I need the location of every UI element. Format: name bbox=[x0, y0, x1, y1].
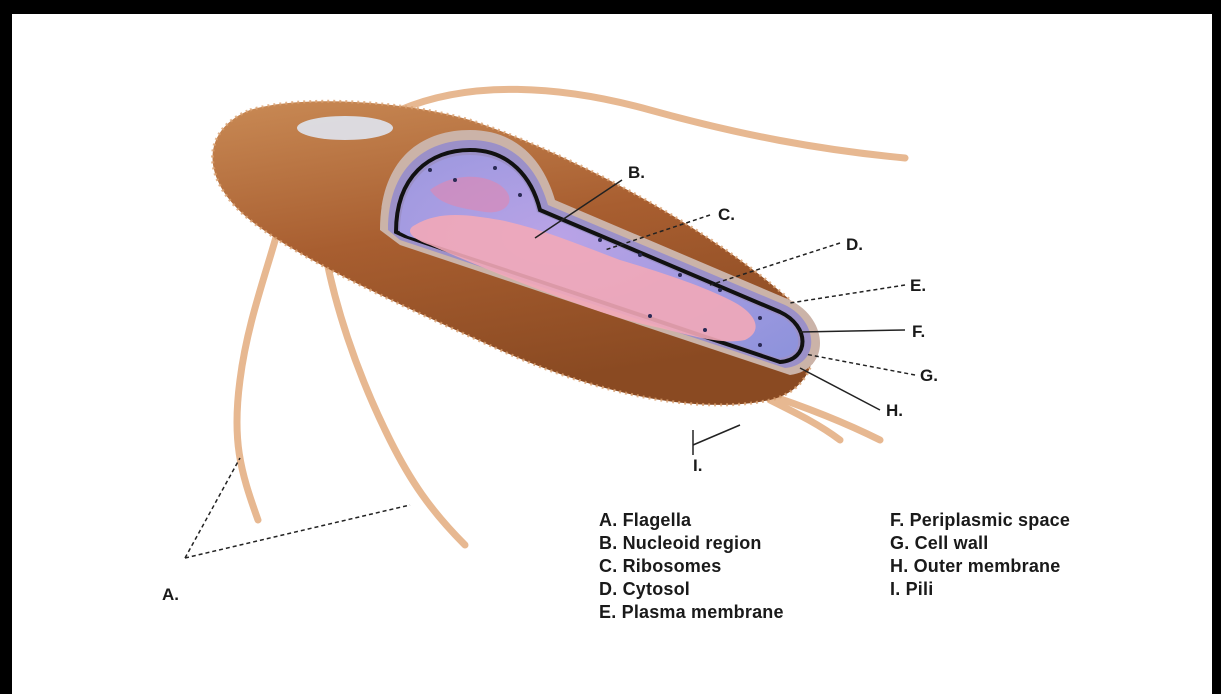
callout-d: D. bbox=[846, 235, 863, 255]
callout-i: I. bbox=[693, 456, 702, 476]
legend-item-nucleoid-region: B. Nucleoid region bbox=[599, 533, 762, 554]
callout-e: E. bbox=[910, 276, 926, 296]
legend-item-periplasmic-space: F. Periplasmic space bbox=[890, 510, 1070, 531]
surface-patch bbox=[297, 116, 393, 140]
legend-item-plasma-membrane: E. Plasma membrane bbox=[599, 602, 784, 623]
legend-item-ribosomes: C. Ribosomes bbox=[599, 556, 721, 577]
legend-item-flagella: A. Flagella bbox=[599, 510, 691, 531]
callout-c: C. bbox=[718, 205, 735, 225]
callout-g: G. bbox=[920, 366, 938, 386]
legend-item-pili: I. Pili bbox=[890, 579, 933, 600]
callout-b: B. bbox=[628, 163, 645, 183]
callout-h: H. bbox=[886, 401, 903, 421]
callout-a: A. bbox=[162, 585, 179, 605]
legend-item-outer-membrane: H. Outer membrane bbox=[890, 556, 1060, 577]
callout-f: F. bbox=[912, 322, 925, 342]
legend-item-cell-wall: G. Cell wall bbox=[890, 533, 988, 554]
legend-item-cytosol: D. Cytosol bbox=[599, 579, 690, 600]
